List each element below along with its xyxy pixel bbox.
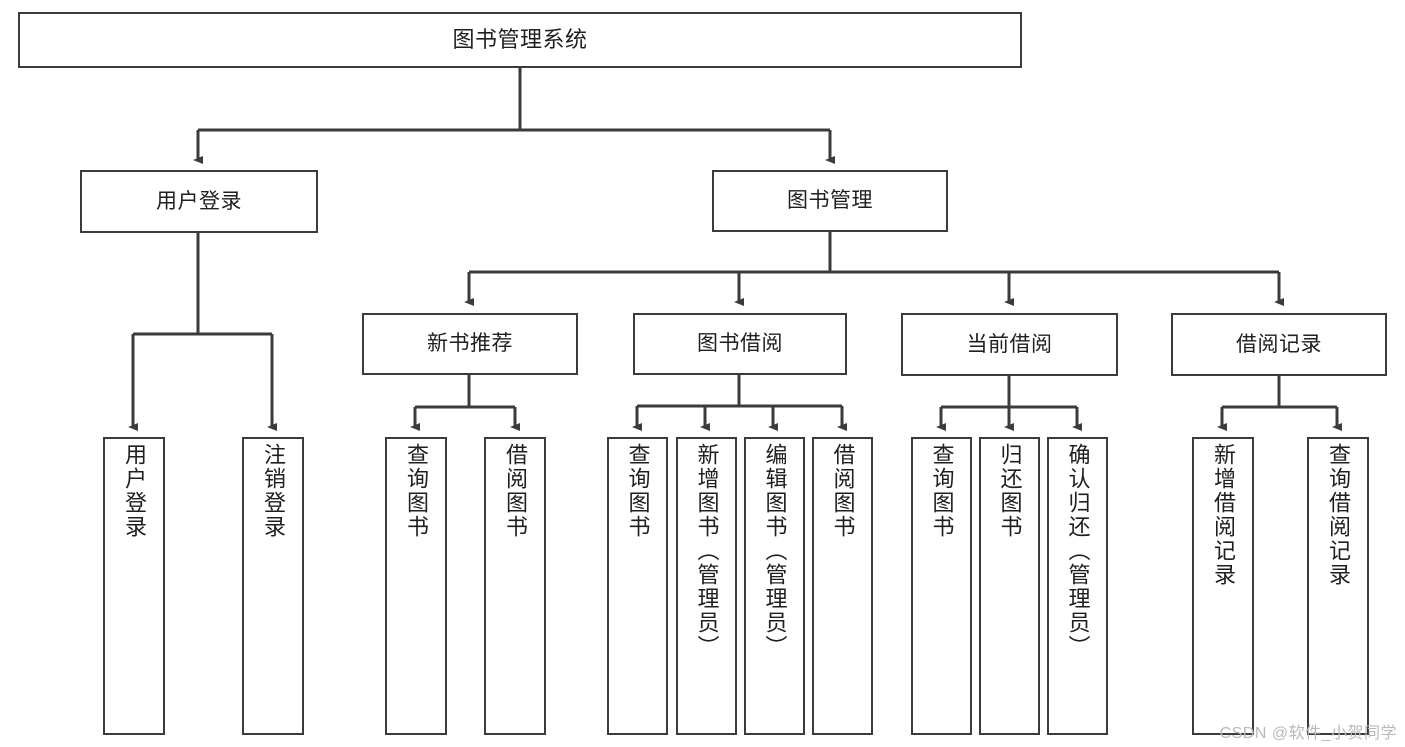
node-label: 编辑图书（管理员） xyxy=(762,443,788,659)
watermark-text: CSDN @软件_小贺同学 xyxy=(1219,725,1397,742)
node-leaf-query-book-3[interactable]: 查询图书 xyxy=(911,437,972,735)
node-leaf-user-login[interactable]: 用户登录 xyxy=(103,437,165,735)
node-label: 查询图书 xyxy=(929,443,955,539)
node-leaf-query-book-1[interactable]: 查询图书 xyxy=(385,437,447,735)
node-label: 用户登录 xyxy=(156,189,242,213)
node-leaf-confirm-return[interactable]: 确认归还（管理员） xyxy=(1047,437,1108,735)
node-user-login[interactable]: 用户登录 xyxy=(80,170,318,233)
node-leaf-user-logout[interactable]: 注销登录 xyxy=(242,437,304,735)
node-label: 图书管理 xyxy=(787,189,873,213)
node-leaf-add-book[interactable]: 新增图书（管理员） xyxy=(676,437,737,735)
node-book-manage[interactable]: 图书管理 xyxy=(712,170,948,232)
node-borrow-record[interactable]: 借阅记录 xyxy=(1171,313,1387,376)
node-label: 新增借阅记录 xyxy=(1211,443,1236,587)
node-label: 注销登录 xyxy=(261,443,286,539)
node-label: 查询借阅记录 xyxy=(1326,443,1351,587)
node-root-system[interactable]: 图书管理系统 xyxy=(18,12,1022,68)
node-label: 图书借阅 xyxy=(697,332,783,356)
node-label: 图书管理系统 xyxy=(452,26,588,52)
node-leaf-query-record[interactable]: 查询借阅记录 xyxy=(1307,437,1369,735)
node-label: 查询图书 xyxy=(404,443,429,539)
node-label: 借阅记录 xyxy=(1236,332,1322,356)
node-label: 查询图书 xyxy=(625,443,651,539)
node-leaf-borrow-book-1[interactable]: 借阅图书 xyxy=(484,437,546,735)
node-leaf-borrow-book-2[interactable]: 借阅图书 xyxy=(812,437,873,735)
node-label: 确认归还（管理员） xyxy=(1065,443,1091,659)
node-new-book-rec[interactable]: 新书推荐 xyxy=(362,313,578,375)
node-label: 新增图书（管理员） xyxy=(694,443,720,659)
node-label: 用户登录 xyxy=(122,443,147,539)
node-leaf-add-record[interactable]: 新增借阅记录 xyxy=(1192,437,1254,735)
node-leaf-query-book-2[interactable]: 查询图书 xyxy=(607,437,668,735)
node-label: 新书推荐 xyxy=(427,332,513,356)
node-label: 借阅图书 xyxy=(830,443,856,539)
node-label: 归还图书 xyxy=(997,443,1023,539)
node-label: 当前借阅 xyxy=(966,332,1053,356)
node-label: 借阅图书 xyxy=(503,443,528,539)
node-current-borrow[interactable]: 当前借阅 xyxy=(901,313,1118,376)
node-leaf-return-book[interactable]: 归还图书 xyxy=(979,437,1040,735)
node-book-borrow[interactable]: 图书借阅 xyxy=(633,313,847,375)
node-leaf-edit-book[interactable]: 编辑图书（管理员） xyxy=(744,437,805,735)
